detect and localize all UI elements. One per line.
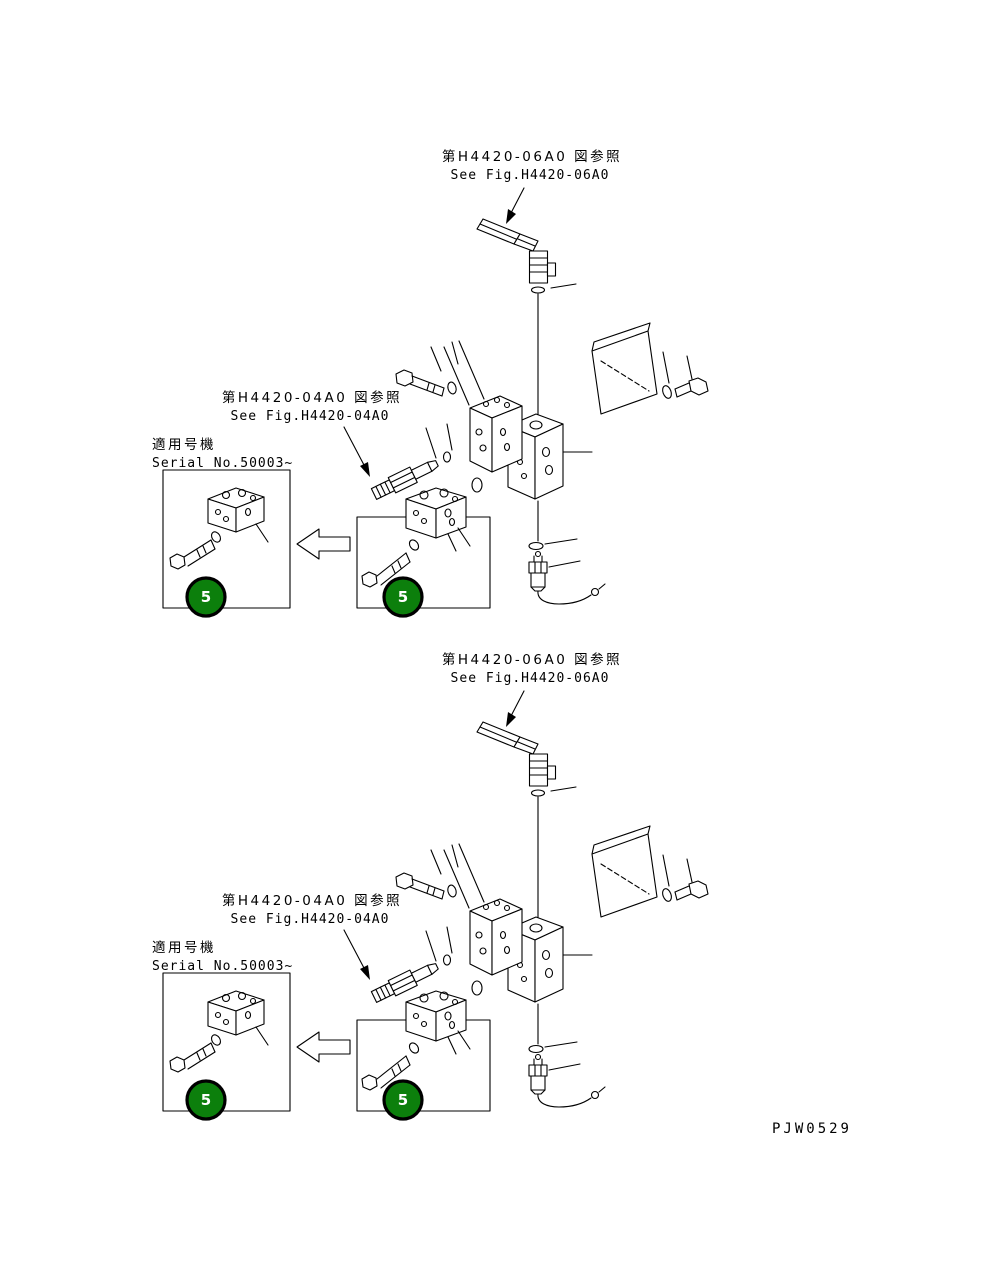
drawing-code: PJW0529 [772,1121,852,1137]
assembly-diagram-top [150,146,710,618]
assembly-diagram-bottom [150,649,710,1121]
